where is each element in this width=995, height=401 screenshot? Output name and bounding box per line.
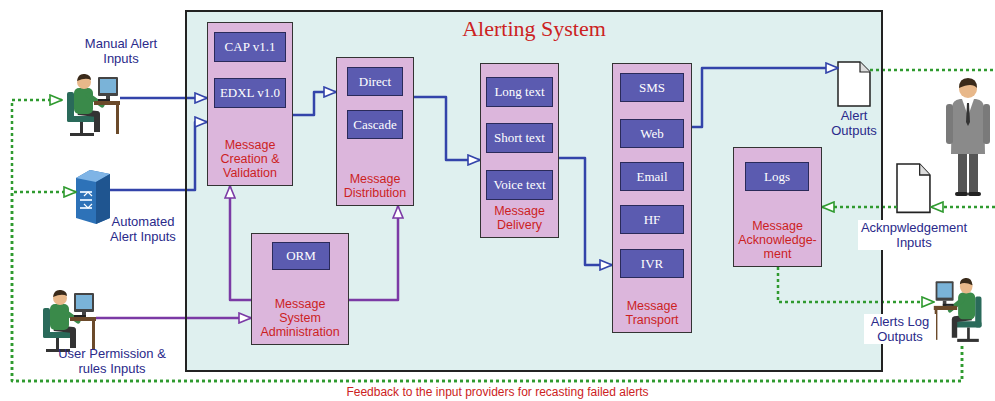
component-label: Cascade (353, 117, 396, 133)
component-label: Voice text (493, 177, 545, 193)
actor-label: User Permission & rules Inputs (58, 346, 166, 376)
component-label: Short text (494, 130, 545, 146)
flow-connector (778, 267, 934, 302)
actor-label: Automated Alert Inputs (102, 214, 184, 244)
module-label: Message Transport (615, 299, 689, 327)
module-box: Message Distribution DirectCascade (336, 57, 414, 206)
module-label: Message System Administration (254, 297, 346, 339)
component-box: Web (620, 119, 684, 148)
module-label: Message Distribution (339, 172, 411, 200)
flow-connector (822, 206, 897, 209)
illustration-part (968, 192, 981, 196)
component-label: Long text (494, 84, 544, 100)
illustration-part (84, 192, 92, 208)
worker-icon (67, 74, 120, 136)
actor-node: Manual Alert Inputs (62, 72, 120, 140)
component-label: IVR (641, 256, 663, 272)
component-box: Long text (486, 77, 553, 107)
component-box: HF (620, 205, 684, 234)
flow-connector (120, 97, 207, 100)
component-box: Email (620, 162, 684, 191)
component-box: CAP v1.1 (214, 32, 286, 62)
actor-label: Manual Alert Inputs (84, 36, 158, 66)
server-icon (76, 170, 110, 224)
module-box: Message Creation & Validation CAP v1.1EDX… (207, 22, 293, 186)
component-box: Direct (347, 67, 403, 96)
illustration-part (96, 174, 110, 224)
feedback-wire (870, 69, 995, 72)
worker-icon (934, 278, 982, 342)
illustration-part (983, 104, 990, 144)
module-box: Message Delivery Long textShort textVoice… (480, 63, 559, 238)
actor-label: Alerts Log Outputs (864, 314, 936, 344)
actor-node: Alert Outputs (838, 62, 870, 106)
actor-label: Alert Outputs (825, 108, 883, 138)
component-label: Web (640, 126, 664, 142)
component-box: Voice text (486, 170, 553, 200)
illustration-part (946, 104, 953, 144)
flow-connector (414, 97, 480, 160)
component-label: SMS (639, 80, 665, 96)
illustration-part (958, 150, 967, 194)
flow-connector (293, 92, 336, 115)
module-label: Message Creation & Validation (210, 138, 290, 180)
module-box: Message Acknowledge-ment Logs (733, 147, 822, 267)
system-boundary: Alerting SystemMessage Creation & Valida… (185, 10, 883, 372)
flow-connector (692, 68, 838, 127)
component-box: ORM (272, 242, 330, 270)
flow-connector (559, 158, 612, 265)
illustration-part (966, 103, 970, 126)
component-box: IVR (620, 249, 684, 278)
component-box: Short text (486, 123, 553, 153)
worker-icon (43, 290, 96, 352)
module-label: Message Acknowledge-ment (736, 219, 819, 261)
component-label: Direct (359, 74, 391, 90)
component-label: Email (636, 169, 667, 185)
component-box: Logs (745, 162, 809, 191)
illustration-part (76, 170, 110, 224)
flow-connector (110, 122, 207, 190)
component-box: EDXL v1.0 (214, 78, 286, 108)
illustration-part (951, 99, 985, 154)
module-box: Message Transport SMS WebEmailHF IVR (612, 63, 692, 333)
component-label: Logs (764, 169, 790, 185)
illustration-part (955, 192, 968, 196)
module-label: Message Delivery (483, 204, 556, 232)
component-box: SMS (620, 73, 684, 102)
document-icon (897, 164, 930, 212)
actor-node: Alerts Log Outputs (934, 276, 986, 346)
system-ground (185, 10, 883, 372)
component-label: EDXL v1.0 (220, 85, 280, 101)
illustration-part (959, 78, 977, 88)
document-icon (838, 62, 870, 106)
person-figure (946, 78, 990, 196)
component-box: Cascade (347, 110, 403, 139)
flow-connector (349, 206, 398, 300)
component-label: CAP v1.1 (225, 39, 276, 55)
feedback-wire (931, 206, 995, 209)
feedback-note: Feedback to the input providers for reca… (0, 385, 995, 399)
actor-label: Acknpwledgement Inputs (858, 220, 970, 250)
component-label: HF (644, 212, 661, 228)
module-box: Message System Administration ORM (251, 233, 349, 345)
flow-connector (96, 317, 251, 320)
flow-connector (12, 100, 962, 381)
illustration-part (969, 150, 978, 194)
flow-connector (230, 186, 251, 300)
actor-node: User Permission & rules Inputs (38, 288, 96, 346)
component-label: ORM (286, 248, 316, 264)
illustration-part (80, 192, 92, 208)
actor-node: Acknpwledgement Inputs (897, 164, 931, 214)
actor-node: Automated Alert Inputs (76, 170, 110, 224)
